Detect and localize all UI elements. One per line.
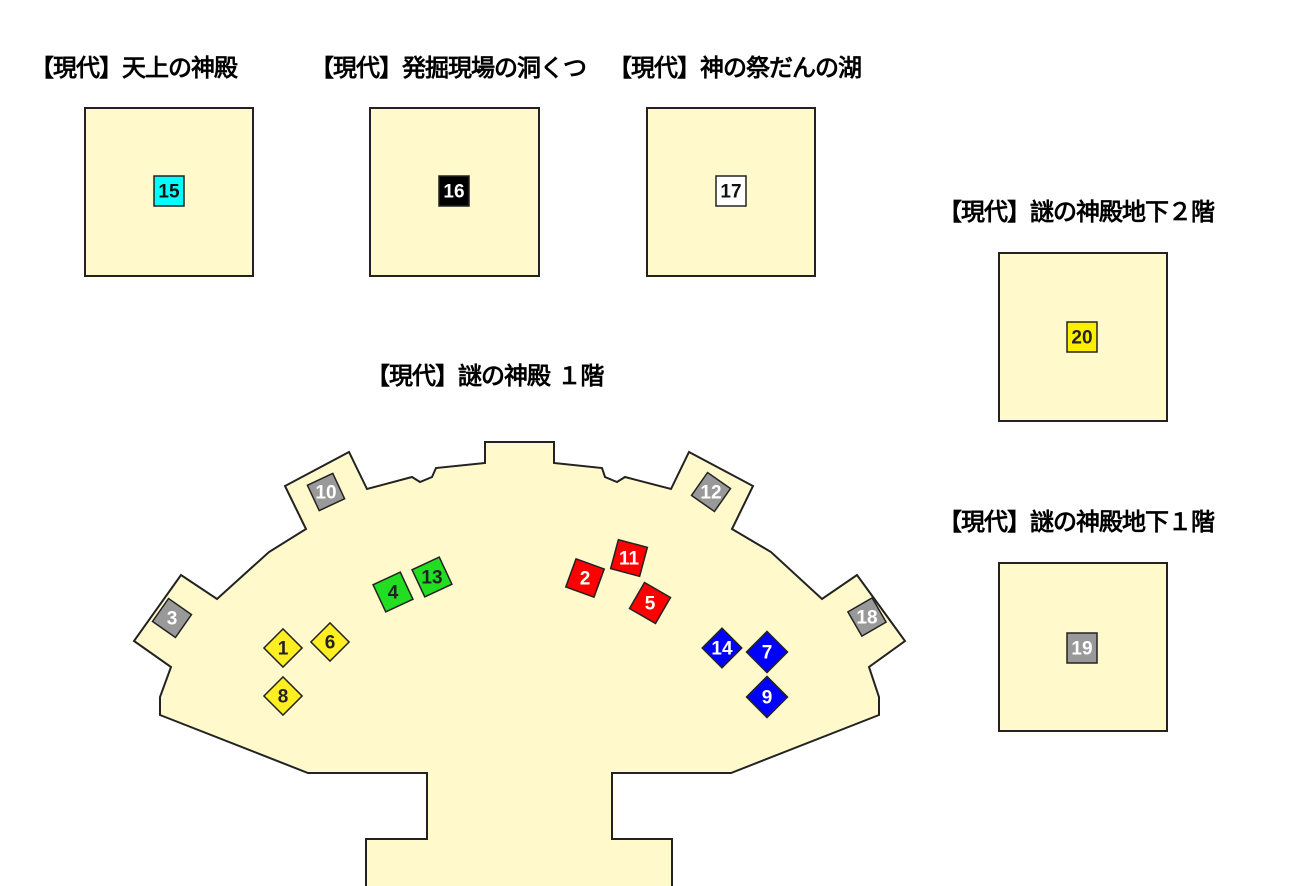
marker-shape <box>690 471 732 513</box>
marker-17: 17 <box>715 175 747 207</box>
marker-shape <box>262 627 304 669</box>
marker-shape <box>1066 632 1098 664</box>
marker-label: 1 <box>278 639 289 660</box>
marker-14: 14 <box>701 627 743 669</box>
marker-shape <box>153 175 185 207</box>
marker-10: 10 <box>306 472 346 512</box>
marker-label: 3 <box>167 609 178 630</box>
marker-label: 13 <box>421 568 442 589</box>
marker-shape <box>564 557 606 599</box>
marker-6: 6 <box>309 621 351 663</box>
marker-shape <box>745 630 789 674</box>
marker-13: 13 <box>411 556 453 598</box>
marker-shape <box>745 675 789 719</box>
marker-19: 19 <box>1066 632 1098 664</box>
room-title-altar-lake: 【現代】神の祭だんの湖 <box>608 54 862 82</box>
marker-5: 5 <box>628 581 672 625</box>
marker-shape <box>309 621 351 663</box>
marker-4: 4 <box>372 571 414 613</box>
marker-label: 17 <box>720 182 741 203</box>
marker-label: 16 <box>443 182 464 203</box>
room-title-temple-b2: 【現代】謎の神殿地下２階 <box>938 198 1215 226</box>
marker-label: 10 <box>315 483 336 504</box>
marker-shape <box>628 581 672 625</box>
marker-label: 6 <box>325 633 336 654</box>
marker-12: 12 <box>690 471 732 513</box>
marker-shape <box>306 472 346 512</box>
marker-20: 20 <box>1066 321 1098 353</box>
marker-1: 1 <box>262 627 304 669</box>
marker-shape <box>846 596 888 638</box>
marker-9: 9 <box>745 675 789 719</box>
room-title-temple-b1: 【現代】謎の神殿地下１階 <box>938 508 1215 536</box>
room-title-temple-1f: 【現代】謎の神殿 １階 <box>366 362 604 390</box>
room-title-heavenly-temple: 【現代】天上の神殿 <box>30 54 238 82</box>
room-title-excavation-cave: 【現代】発掘現場の洞くつ <box>310 54 587 82</box>
marker-shape <box>438 175 470 207</box>
marker-shape <box>701 627 743 669</box>
marker-label: 2 <box>580 569 591 590</box>
marker-label: 8 <box>278 687 289 708</box>
marker-label: 18 <box>856 608 877 629</box>
marker-label: 9 <box>762 688 773 709</box>
marker-shape <box>1066 321 1098 353</box>
marker-label: 20 <box>1071 328 1092 349</box>
marker-8: 8 <box>262 675 304 717</box>
marker-label: 19 <box>1071 639 1092 660</box>
marker-3: 3 <box>151 597 193 639</box>
marker-15: 15 <box>153 175 185 207</box>
marker-label: 4 <box>388 583 399 604</box>
marker-label: 7 <box>762 643 773 664</box>
marker-shape <box>151 597 193 639</box>
marker-label: 15 <box>158 182 180 203</box>
marker-label: 11 <box>619 549 640 570</box>
marker-label: 14 <box>711 639 733 660</box>
marker-2: 2 <box>564 557 606 599</box>
marker-16: 16 <box>438 175 470 207</box>
marker-18: 18 <box>846 596 888 638</box>
marker-shape <box>262 675 304 717</box>
marker-label: 5 <box>645 594 656 615</box>
marker-shape <box>411 556 453 598</box>
marker-label: 12 <box>700 483 721 504</box>
marker-shape <box>715 175 747 207</box>
marker-shape <box>609 538 649 578</box>
marker-11: 11 <box>609 538 649 578</box>
marker-7: 7 <box>745 630 789 674</box>
room-temple-1f <box>132 441 907 886</box>
marker-shape <box>372 571 414 613</box>
